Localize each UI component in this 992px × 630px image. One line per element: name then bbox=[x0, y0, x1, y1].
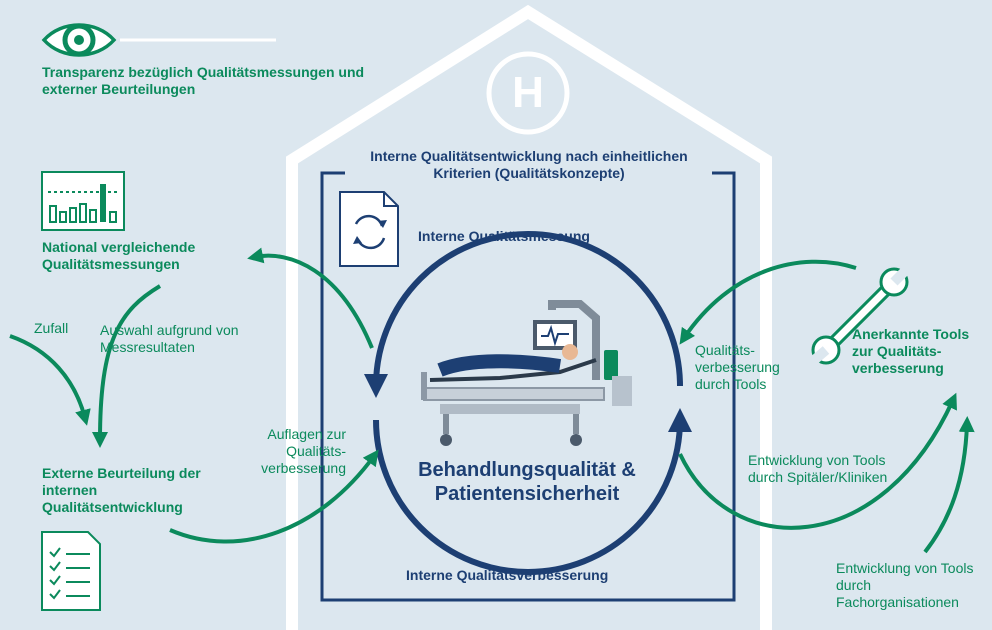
internal-improvement-label: Interne Qualitätsverbesserung bbox=[406, 567, 609, 583]
navy-cycle-ring bbox=[364, 231, 692, 575]
internal-measurement-label: Interne Qualitätsmessung bbox=[418, 228, 590, 244]
transparency-label: Transparenz bezüglich Qualitätsmessungen… bbox=[42, 64, 365, 97]
hospital-h-icon bbox=[486, 51, 570, 135]
spitaeler-label: Entwicklung von Tools durch Spitäler/Kli… bbox=[748, 452, 888, 485]
hospital-h-letter: H bbox=[512, 68, 544, 117]
tools-label: Anerkannte Tools zur Qualitäts-verbesser… bbox=[852, 326, 970, 376]
wrench-icon bbox=[808, 266, 910, 366]
durch-tools-label: Qualitäts-verbesserung durch Tools bbox=[695, 342, 780, 392]
inner-frame bbox=[320, 171, 736, 602]
eye-icon bbox=[41, 23, 117, 57]
checklist-document-icon bbox=[41, 531, 101, 611]
house-outline bbox=[286, 4, 772, 630]
refresh-document-icon bbox=[339, 191, 399, 267]
auswahl-label: Auswahl aufgrund von Messresultaten bbox=[100, 322, 239, 355]
auflagen-label: Auflagen zur Qualitäts-verbesserung bbox=[261, 426, 346, 476]
national-measurement-label: National vergleichende Qualitätsmessunge… bbox=[42, 239, 196, 272]
hospital-bed-icon bbox=[421, 300, 632, 446]
center-title: Behandlungsqualität & Patientensicherhei… bbox=[418, 459, 636, 505]
external-assessment-label: Externe Beurteilung der internen Qualitä… bbox=[42, 465, 201, 515]
zufall-label: Zufall bbox=[34, 320, 69, 336]
house-title: Interne Qualitätsentwicklung nach einhei… bbox=[370, 148, 688, 181]
bar-chart-icon bbox=[41, 171, 125, 231]
fachorg-label: Entwicklung von Tools durch Fachorganisa… bbox=[836, 560, 974, 610]
green-arrows bbox=[9, 247, 975, 554]
